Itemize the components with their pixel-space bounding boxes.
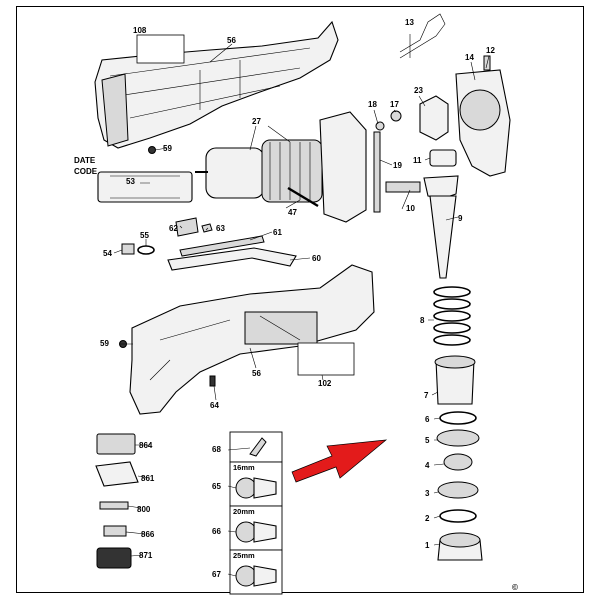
label-19: 19 <box>393 161 402 170</box>
label-108-plate <box>136 34 185 64</box>
label-59-upper: 59 <box>163 144 172 153</box>
pin-10-part <box>385 181 421 193</box>
label-861: 861 <box>141 474 155 483</box>
label-62: 62 <box>169 224 178 233</box>
clip-54-part <box>121 243 135 255</box>
leader-lines <box>113 34 490 577</box>
copyright-mark: © <box>512 583 518 592</box>
switch-53-part <box>97 171 193 203</box>
gear-cover-hub <box>459 89 501 131</box>
screw-59a-part <box>148 146 156 154</box>
clip-62-part <box>175 217 199 237</box>
cap-1-rim <box>439 532 481 548</box>
bearing-3-part <box>437 481 479 499</box>
diagram-frame <box>16 6 584 593</box>
collet-size-panel <box>229 431 283 595</box>
label-10: 10 <box>406 204 415 213</box>
label-54: 54 <box>103 249 112 258</box>
label-53: 53 <box>126 177 135 186</box>
lever-61-part <box>179 235 265 257</box>
ring-6-part <box>439 411 477 425</box>
clip-63-part <box>201 223 213 233</box>
label-55: 55 <box>140 231 149 240</box>
label-871: 871 <box>139 551 153 560</box>
label-20mm: 20mm <box>233 507 255 516</box>
label-23: 23 <box>414 86 423 95</box>
battery-871-part <box>96 547 132 569</box>
motor-part <box>195 111 367 223</box>
label-61: 61 <box>273 228 282 237</box>
ring-55-part <box>137 245 155 255</box>
label-7: 7 <box>424 391 429 400</box>
label-12: 12 <box>486 46 495 55</box>
label-27: 27 <box>252 117 261 126</box>
rod-47-part <box>287 186 319 208</box>
label-date: DATE <box>74 156 96 165</box>
blade-holder-part <box>423 175 459 199</box>
label-108: 108 <box>133 26 147 35</box>
label-code: CODE <box>74 167 98 176</box>
red-pointer-arrow <box>291 439 388 483</box>
housing-grip-panel <box>244 311 318 345</box>
rod-19-part <box>373 131 381 213</box>
hook-13-part <box>399 13 446 59</box>
ring-2-part <box>439 509 477 523</box>
screw-64-part <box>209 375 216 387</box>
label-14: 14 <box>465 53 474 62</box>
label-66: 66 <box>212 527 221 536</box>
lower-housing-part <box>129 264 375 415</box>
accessory-866-part <box>103 525 127 537</box>
spring-8-part <box>433 286 471 346</box>
label-864: 864 <box>139 441 153 450</box>
label-4: 4 <box>425 461 430 470</box>
lever-60-part <box>167 247 297 271</box>
upper-housing-part <box>94 20 339 149</box>
label-11: 11 <box>413 156 422 165</box>
label-47: 47 <box>288 208 297 217</box>
label-5: 5 <box>425 436 430 445</box>
accessory-800-part <box>99 501 129 510</box>
label-9: 9 <box>458 214 463 223</box>
nut-4-part <box>443 453 473 471</box>
label-59-lower: 59 <box>100 339 109 348</box>
label-56-lower: 56 <box>252 369 261 378</box>
screw-18-part <box>375 121 385 131</box>
label-25mm: 25mm <box>233 551 255 560</box>
label-13: 13 <box>405 18 414 27</box>
label-17: 17 <box>390 100 399 109</box>
accessory-864-part <box>96 433 136 455</box>
label-1: 1 <box>425 541 430 550</box>
label-68: 68 <box>212 445 221 454</box>
label-56-upper: 56 <box>227 36 236 45</box>
label-8: 8 <box>420 316 425 325</box>
bush-11-part <box>429 149 457 167</box>
label-3: 3 <box>425 489 430 498</box>
label-18: 18 <box>368 100 377 109</box>
screw-17-part <box>390 110 402 122</box>
label-102-plate <box>297 342 355 376</box>
label-60: 60 <box>312 254 321 263</box>
shaft-9-part <box>429 195 457 279</box>
label-16mm: 16mm <box>233 463 255 472</box>
collar-7-rim <box>434 355 476 369</box>
label-6: 6 <box>425 415 430 424</box>
label-800: 800 <box>137 505 151 514</box>
label-102: 102 <box>318 379 332 388</box>
label-67: 67 <box>212 570 221 579</box>
label-65: 65 <box>212 482 221 491</box>
accessory-861-part <box>95 461 139 487</box>
bearing-5-part <box>436 429 480 447</box>
gear-23-part <box>419 95 449 141</box>
label-64: 64 <box>210 401 219 410</box>
label-63: 63 <box>216 224 225 233</box>
label-2: 2 <box>425 514 430 523</box>
label-866: 866 <box>141 530 155 539</box>
